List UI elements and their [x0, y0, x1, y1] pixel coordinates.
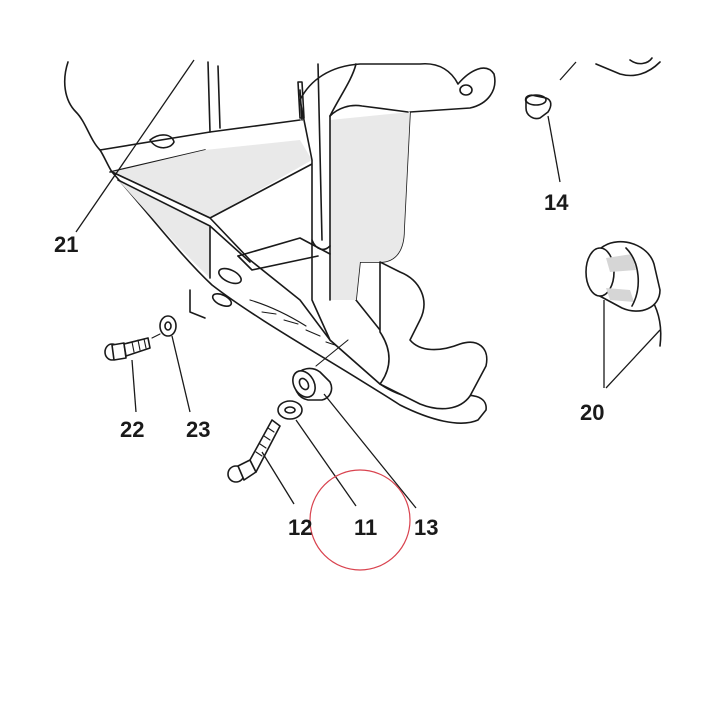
callout-20: 20 — [580, 400, 604, 425]
callout-21: 21 — [54, 232, 78, 257]
callout-11: 11 — [354, 515, 377, 540]
engine-housing — [63, 57, 662, 424]
part-13-spacer — [292, 339, 417, 509]
highlight-circle — [309, 469, 411, 571]
part-11-washer — [277, 400, 357, 507]
callout-13: 13 — [414, 515, 438, 540]
part-20-bushing — [585, 240, 661, 389]
callout-22: 22 — [120, 417, 144, 442]
part-12-bolt — [227, 419, 295, 505]
leader-21 — [75, 59, 195, 233]
part-14-grommet — [524, 61, 577, 183]
part-22-bolt — [104, 337, 151, 413]
callout-14: 14 — [544, 190, 569, 215]
callout-23: 23 — [186, 417, 210, 442]
part-23-washer — [151, 315, 191, 413]
callout-12: 12 — [288, 515, 312, 540]
